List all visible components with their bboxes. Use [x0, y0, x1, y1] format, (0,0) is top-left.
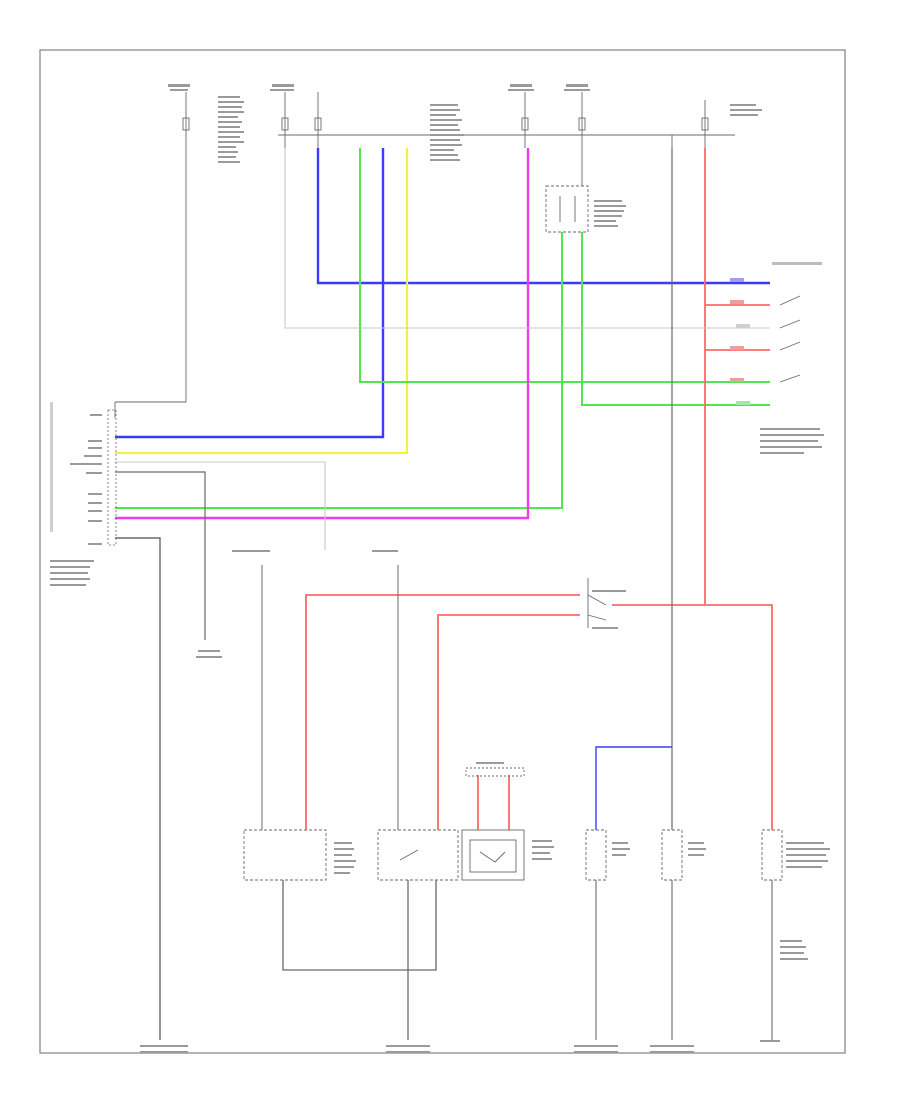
wire-yellow [115, 148, 409, 455]
wire-red-4 [612, 604, 773, 830]
mode-switch-text [232, 550, 626, 629]
wire-black-3 [115, 537, 161, 1040]
wire-magenta [115, 148, 530, 520]
wire-black-2 [115, 471, 206, 640]
wire-red-5 [305, 594, 580, 830]
right-switch-group [730, 262, 822, 405]
fuse-text-marks [168, 84, 762, 227]
bottom-text-marks [334, 762, 830, 960]
bcm-connector [50, 402, 117, 586]
fuse-group-4 [671, 100, 709, 148]
fuse-group-3 [521, 92, 586, 148]
fuse-group-1 [114, 92, 190, 418]
wire-red-6 [437, 614, 580, 830]
ground-symbols [140, 650, 780, 1053]
bottom-components [243, 767, 783, 881]
wire-green-3 [581, 232, 770, 406]
fuse-group-2 [281, 92, 322, 148]
wire-blue-1 [316, 148, 770, 285]
wire-green-2 [115, 232, 563, 509]
wire-blue-2 [115, 148, 385, 439]
wire-lightgray-1 [284, 148, 770, 329]
diagram-frame [39, 49, 846, 1054]
mode-switch [587, 578, 607, 628]
wire-green-1 [359, 148, 770, 383]
wire-blue-3 [595, 746, 672, 830]
wire-black-6 [282, 880, 437, 971]
right-text-marks [760, 428, 824, 454]
wire-lightgray-2 [115, 461, 326, 550]
relay-symbol [545, 148, 589, 233]
